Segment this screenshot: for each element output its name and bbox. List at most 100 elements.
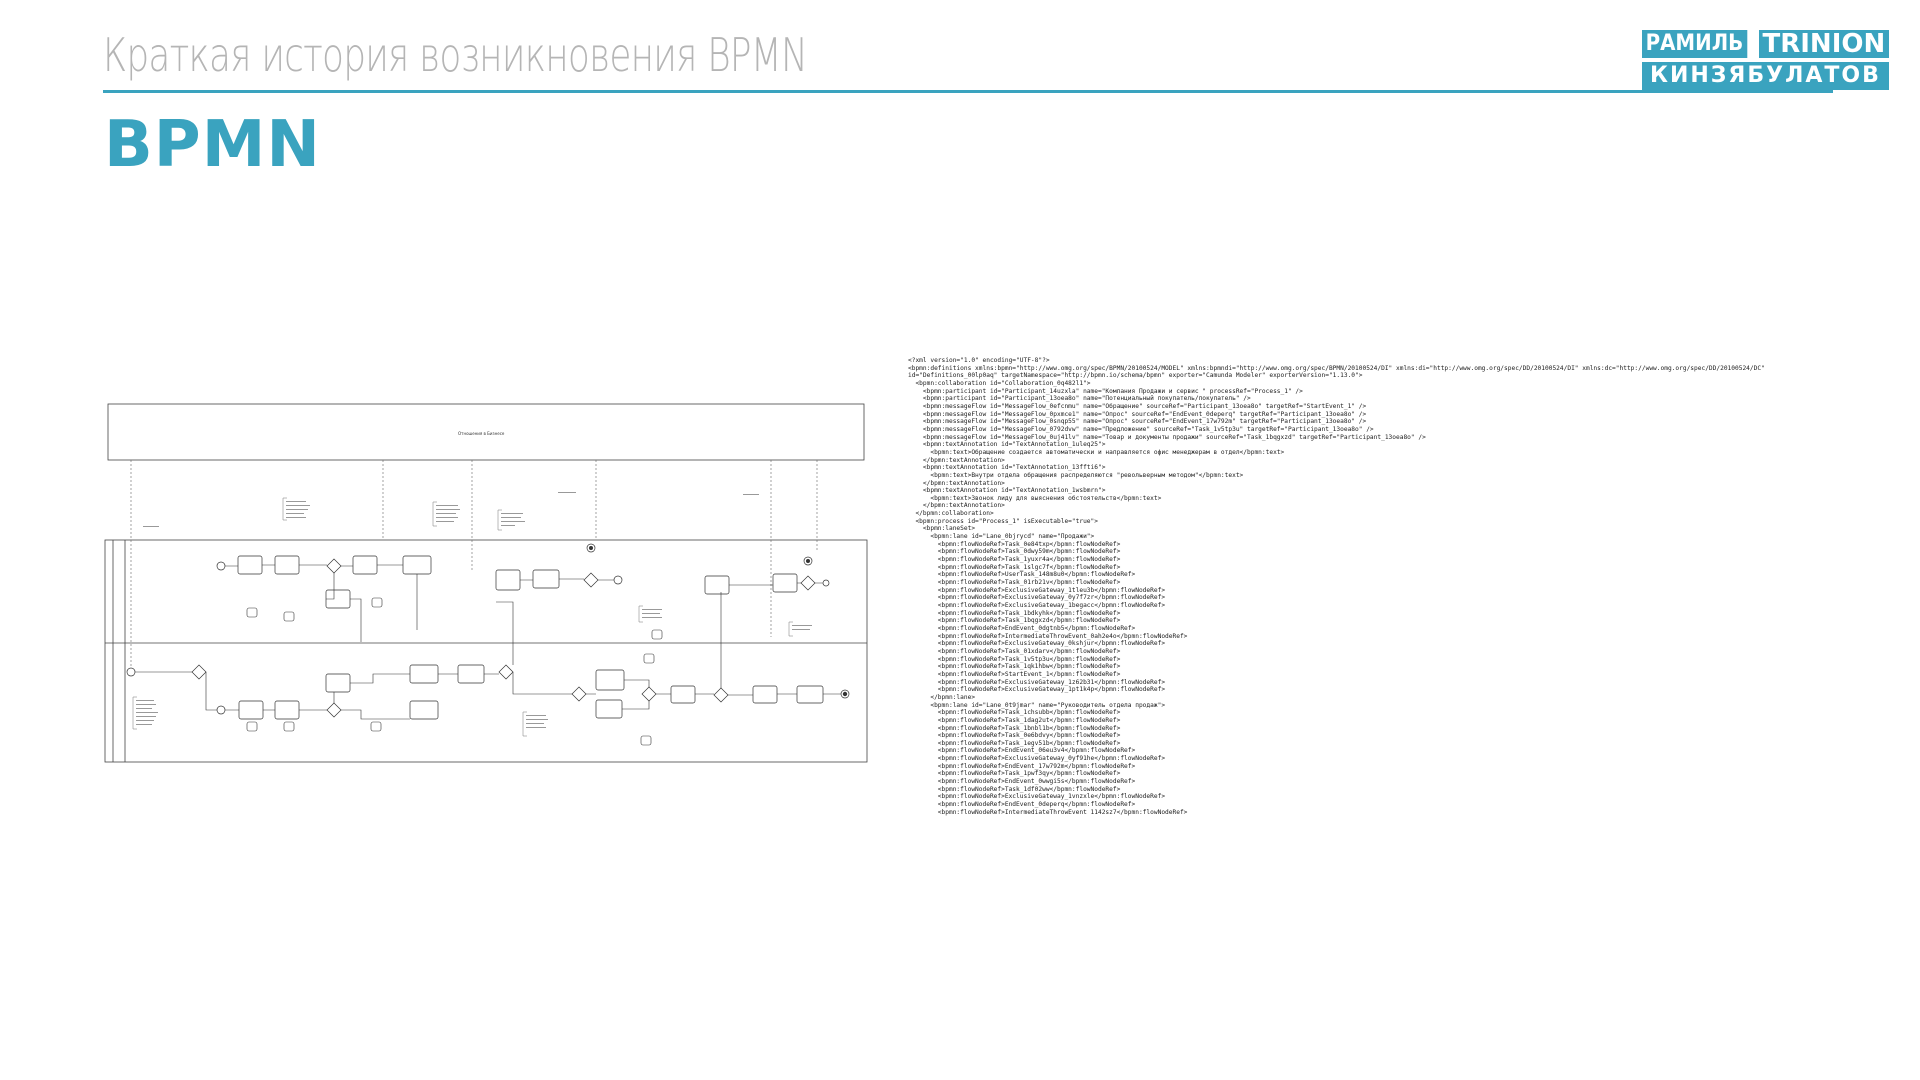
bpmn-xml-listing: <?xml version="1.0" encoding="UTF-8"?><b… (908, 357, 1833, 817)
xml-code-line: <bpmn:flowNodeRef>StartEvent_1</bpmn:flo… (908, 670, 1121, 678)
start-event-sales (216, 561, 226, 571)
gateway-node (326, 702, 342, 718)
xml-code-line: </bpmn:textAnnotation> (908, 479, 1005, 487)
task-node (238, 700, 264, 720)
xml-code-line: <bpmn:collaboration id="Collaboration_0q… (908, 379, 1091, 387)
xml-code-line: <bpmn:flowNodeRef>Task_0e84txp</bpmn:flo… (908, 540, 1121, 548)
xml-code-line: <bpmn:messageFlow id="MessageFlow_0uj41l… (908, 433, 1426, 441)
xml-code-line: </bpmn:lane> (908, 693, 976, 701)
task-node (752, 685, 778, 704)
xml-code-line: <bpmn:lane id="Lane_0t9jmar" name="Руков… (908, 701, 1166, 709)
logo-surname: КИНЗЯБУЛАТОВ (1642, 62, 1889, 90)
xml-code-line: <bpmn:text>Внутри отдела обращения распр… (908, 471, 1244, 479)
task-node (402, 555, 432, 575)
intermediate-event (216, 705, 226, 715)
pool-label: Отношения в Бизнесе (458, 431, 505, 436)
task-node (772, 573, 798, 593)
xml-code-line: <bpmn:flowNodeRef>IntermediateThrowEvent… (908, 808, 1188, 816)
task-node (409, 664, 439, 684)
xml-code-line: <bpmn:flowNodeRef>Task_1df02ww</bpmn:flo… (908, 785, 1121, 793)
xml-code-line: <bpmn:flowNodeRef>Task_01xdarv</bpmn:flo… (908, 647, 1121, 655)
presentation-title: Краткая история возникновения BPMN (103, 28, 808, 82)
xml-code-line: <bpmn:lane id="Lane_0bjrycd" name="Прода… (908, 533, 1095, 541)
xml-code-line: <bpmn:flowNodeRef>ExclusiveGateway_0kshj… (908, 640, 1166, 648)
xml-code-line: <bpmn:process id="Process_1" isExecutabl… (908, 517, 1098, 525)
task-node (704, 575, 730, 595)
task-node (670, 685, 696, 704)
xml-code-line: </bpmn:collaboration> (908, 510, 994, 518)
gateway-node (713, 687, 729, 703)
xml-code-line: <bpmn:flowNodeRef>ExclusiveGateway_1pt1k… (908, 686, 1166, 694)
gateway-node (641, 686, 657, 702)
brand-logo: РАМИЛЬ TRINION КИНЗЯБУЛАТОВ (1642, 30, 1890, 90)
task-node (274, 700, 300, 720)
xml-code-line: <bpmn:flowNodeRef>Task_0dwy59m</bpmn:flo… (908, 548, 1121, 556)
xml-code-line: <bpmn:messageFlow id="MessageFlow_0efcnm… (908, 402, 1367, 410)
xml-code-line: <bpmn:flowNodeRef>ExclusiveGateway_0y7f7… (908, 594, 1166, 602)
xml-code-line: <?xml version="1.0" encoding="UTF-8"?> (908, 357, 1050, 364)
end-event (822, 579, 830, 587)
xml-code-line: <bpmn:flowNodeRef>Task_1chsubb</bpmn:flo… (908, 709, 1121, 717)
bpmn-process-diagram: Отношения в Бизнесе (103, 402, 869, 764)
logo-top-row: РАМИЛЬ TRINION (1642, 30, 1890, 58)
logo-brand: TRINION (1758, 30, 1890, 58)
task-node (457, 664, 485, 684)
xml-code-line: <bpmn:flowNodeRef>ExclusiveGateway_1tleu… (908, 586, 1166, 594)
xml-code-line: id="Definitions_00lp0aq" targetNamespace… (908, 372, 1363, 380)
gateway-node (498, 664, 514, 680)
xml-code-line: <bpmn:messageFlow id="MessageFlow_0snqp5… (908, 418, 1367, 426)
xml-code-line: <bpmn:laneSet> (908, 525, 976, 533)
xml-code-line: <bpmn:flowNodeRef>Task_1qk1hbw</bpmn:flo… (908, 663, 1121, 671)
xml-code-line: <bpmn:flowNodeRef>IntermediateThrowEvent… (908, 632, 1188, 640)
task-node (409, 700, 439, 720)
slide-heading: BPMN (104, 108, 321, 182)
task-node (274, 555, 300, 575)
task-node (595, 669, 625, 691)
xml-code-line: <bpmn:messageFlow id="MessageFlow_0pxmce… (908, 410, 1367, 418)
xml-code-line: <bpmn:flowNodeRef>Task_0e6bdvy</bpmn:flo… (908, 732, 1121, 740)
task-node (237, 555, 263, 575)
start-event-manager (126, 667, 136, 677)
xml-code-line: <bpmn:flowNodeRef>ExclusiveGateway_1bega… (908, 602, 1166, 609)
xml-code-line: <bpmn:flowNodeRef>Task_1pwf3qy</bpmn:flo… (908, 770, 1121, 778)
xml-code-line: <bpmn:flowNodeRef>Task_1egv51b</bpmn:flo… (908, 739, 1121, 747)
task-node (595, 699, 623, 719)
xml-code-line: <bpmn:participant id="Participant_14uzxl… (908, 387, 1303, 395)
xml-code-line: <bpmn:flowNodeRef>Task_1bnbl1b</bpmn:flo… (908, 724, 1121, 732)
task-node (532, 569, 560, 589)
xml-code-line: <bpmn:flowNodeRef>EndEvent_0dgtnb5</bpmn… (908, 624, 1136, 632)
xml-code-line: <bpmn:messageFlow id="MessageFlow_0792dv… (908, 425, 1374, 433)
task-node (352, 555, 378, 575)
xml-code-line: <bpmn:flowNodeRef>Task_1bqgxzd</bpmn:flo… (908, 617, 1121, 625)
task-node (796, 685, 824, 704)
xml-code-line: <bpmn:text>Обращение создается автоматич… (908, 448, 1285, 456)
xml-code-line: <bpmn:flowNodeRef>Task_1bdkyhk</bpmn:flo… (908, 609, 1121, 617)
gateway-node (191, 664, 207, 680)
xml-code-line: <bpmn:text>Звонок лиду для выяснения обс… (908, 494, 1162, 502)
gateway-node (571, 686, 587, 702)
xml-code-line: <bpmn:flowNodeRef>Task_1slgc7f</bpmn:flo… (908, 563, 1121, 571)
company-pool (104, 539, 868, 763)
gateway-node (800, 575, 816, 591)
xml-code-line: <bpmn:flowNodeRef>Task_01rb21v</bpmn:flo… (908, 579, 1121, 587)
xml-code-line: <bpmn:textAnnotation id="TextAnnotation_… (908, 441, 1106, 449)
xml-code-line: <bpmn:participant id="Participant_13oea8… (908, 395, 1251, 403)
xml-code-line: <bpmn:flowNodeRef>ExclusiveGateway_1vnzx… (908, 793, 1166, 801)
xml-code-line: <bpmn:flowNodeRef>Task_1v5tp3u</bpmn:flo… (908, 655, 1121, 663)
xml-code-line: <bpmn:flowNodeRef>ExclusiveGateway_0yf91… (908, 755, 1166, 763)
xml-code-line: <bpmn:flowNodeRef>EndEvent_17w792m</bpmn… (908, 762, 1136, 770)
title-divider (103, 90, 1833, 93)
xml-code-line: <bpmn:flowNodeRef>EndEvent_0wwgi5s</bpmn… (908, 778, 1136, 786)
bpmn-diagram-canvas: Отношения в Бизнесе (104, 403, 868, 763)
task-node (495, 569, 521, 591)
end-event (613, 575, 623, 585)
gateway-node (583, 572, 599, 588)
xml-code-line: <bpmn:textAnnotation id="TextAnnotation_… (908, 464, 1106, 472)
xml-code-line: <bpmn:flowNodeRef>EndEvent_06eu3v4</bpmn… (908, 747, 1136, 755)
logo-name: РАМИЛЬ (1642, 30, 1747, 58)
xml-code-line: <bpmn:definitions xmlns:bpmn="http://www… (908, 364, 1765, 372)
xml-code-line: <bpmn:textAnnotation id="TextAnnotation_… (908, 487, 1106, 495)
external-participant-pool (107, 403, 865, 461)
xml-code-line: <bpmn:flowNodeRef>EndEvent_0deperq</bpmn… (908, 801, 1136, 809)
xml-code-line: <bpmn:flowNodeRef>ExclusiveGateway_1z62b… (908, 678, 1166, 686)
